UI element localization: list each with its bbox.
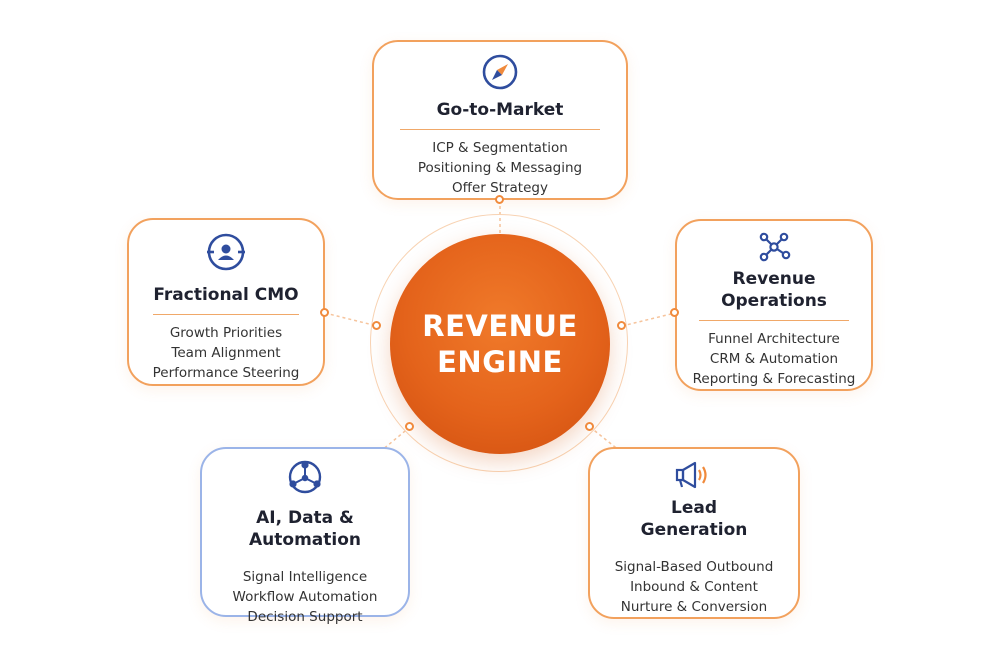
compass-icon <box>478 50 522 93</box>
card-items: Growth Priorities Team Alignment Perform… <box>153 323 300 383</box>
list-item: Inbound & Content <box>630 579 758 595</box>
list-item: Positioning & Messaging <box>417 160 583 176</box>
list-item: Funnel Architecture <box>708 331 840 347</box>
connector-cmo <box>324 312 378 327</box>
card-title: Fractional CMO <box>153 285 299 305</box>
connector-dot-revops-ring <box>617 321 626 330</box>
card-title-line1: Lead <box>670 498 717 518</box>
card-title-line2: Operations <box>721 291 827 312</box>
connector-dot-gtm <box>495 195 504 204</box>
connector-dot-cmo-ring <box>372 321 381 330</box>
list-item: Growth Priorities <box>169 325 283 341</box>
connector-dot-lead-ring <box>585 422 594 431</box>
card-go-to-market: Go-to-Market ICP & Segmentation Position… <box>372 40 628 200</box>
card-title-line1: Revenue <box>732 269 816 290</box>
card-title: Revenue Operations <box>721 268 827 312</box>
list-item: Nurture & Conversion <box>620 599 768 615</box>
list-item: Offer Strategy <box>452 180 548 196</box>
people-network-icon <box>283 457 327 497</box>
target-user-icon <box>204 230 248 274</box>
card-lead-generation: Lead Generation Signal-Based Outbound In… <box>588 447 800 619</box>
list-item: Performance Steering <box>152 365 300 381</box>
engine-label-line1: REVENUE <box>422 309 578 343</box>
card-title: Lead Generation <box>641 497 748 541</box>
card-divider <box>400 129 600 130</box>
engine-label-line2: ENGINE <box>437 345 563 379</box>
card-divider <box>699 320 849 321</box>
connector-dot-ai-ring <box>405 422 414 431</box>
network-nodes-icon <box>752 227 796 266</box>
card-divider <box>153 314 299 315</box>
revenue-engine-circle: REVENUE ENGINE <box>390 234 610 454</box>
card-title: AI, Data & Automation <box>249 508 361 550</box>
card-ai-data-automation: AI, Data & Automation Signal Intelligenc… <box>200 447 410 625</box>
megaphone-icon <box>672 457 716 493</box>
engine-label: REVENUE ENGINE <box>422 308 578 380</box>
connector-dot-revops-card <box>670 308 679 317</box>
card-title: Go-to-Market <box>436 100 564 121</box>
card-items: Signal-Based Outbound Inbound & Content … <box>615 557 774 617</box>
list-item: CRM & Automation <box>709 351 839 367</box>
card-items: Signal Intelligence Workflow Automation … <box>233 567 378 627</box>
card-revenue-operations: Revenue Operations Funnel Architecture C… <box>675 219 873 391</box>
list-item: Workflow Automation <box>232 589 378 605</box>
card-items: Funnel Architecture CRM & Automation Rep… <box>693 329 856 389</box>
list-item: Signal Intelligence <box>242 569 368 585</box>
card-fractional-cmo: Fractional CMO Growth Priorities Team Al… <box>127 218 325 386</box>
list-item: Reporting & Forecasting <box>692 371 856 387</box>
card-title-line2: Generation <box>640 520 748 540</box>
list-item: Team Alignment <box>171 345 281 361</box>
card-items: ICP & Segmentation Positioning & Messagi… <box>418 138 582 198</box>
list-item: Signal-Based Outbound <box>614 559 774 575</box>
list-item: Decision Support <box>247 609 363 625</box>
connector-revops <box>621 312 676 327</box>
list-item: ICP & Segmentation <box>432 140 568 156</box>
engine-outer-ring <box>370 214 628 472</box>
connector-dot-cmo-card <box>320 308 329 317</box>
